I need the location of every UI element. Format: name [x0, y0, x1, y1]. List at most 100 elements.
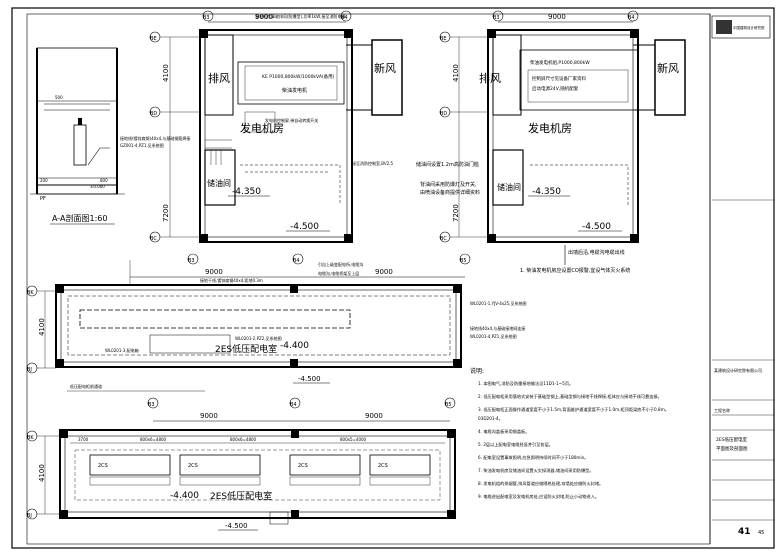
- note-item: 3. 低压配电柜正面操作通道宽度不小于1.5m,背面维护通道宽度不小于1.0m,…: [478, 406, 669, 413]
- lv-room-plan-top: B3 B4 B5 9000 9000 BK BJ 4100 2ES低压配电室 -…: [26, 253, 526, 392]
- axis-label: BD: [440, 111, 447, 117]
- axis-label: B3: [493, 15, 500, 21]
- axis-label: BJ: [27, 513, 32, 519]
- room-gen: 发电机房: [528, 121, 572, 135]
- room-gen: 发电机房: [240, 121, 284, 135]
- company-logo: [716, 20, 732, 34]
- logo-text: 中国建筑设计研究院: [733, 25, 765, 30]
- axis-label: B3: [203, 15, 210, 21]
- axis-bubble: [340, 10, 352, 22]
- level-oil: -4.350: [532, 187, 561, 197]
- level-room: -4.500: [582, 222, 611, 232]
- notes-heading: 说明:: [470, 367, 484, 375]
- note-item: 2. 低压配电柜采用落地式安装于基础型钢上,基础型钢与接地干线焊接,柜体应与接地…: [478, 393, 662, 400]
- project-label: 工程名称: [714, 407, 730, 413]
- dim-upper: 4100: [162, 64, 170, 82]
- axis-label: B4: [290, 402, 297, 408]
- level: -4.400: [280, 341, 309, 351]
- axis-label: BK: [27, 290, 34, 296]
- dim-width: 9000: [255, 13, 273, 21]
- level-oil: -4.350: [232, 187, 261, 197]
- sheet-border: [11, 7, 775, 549]
- note-left-2: GZ001-4,PZ1,见系统图: [120, 142, 164, 148]
- note-5: 1. 柴油发电机房应设置CO报警,宜设气体灭火系统: [520, 267, 630, 274]
- lv-room-plan-bottom: B3 B4 B5 9000 9000 BK BJ 4100 3700 800x6…: [26, 397, 456, 531]
- dim-right: 9000: [365, 412, 383, 420]
- axis-label: B4: [628, 15, 635, 21]
- note-right: 接至消防控制室,BV2.5: [352, 160, 393, 166]
- note-item: 6. 配电室设置事故照明,应急照明持续时间不小于180min。: [478, 454, 589, 461]
- section-elev: ±0.000: [90, 184, 105, 189]
- level-out: -4.500: [298, 375, 321, 383]
- seg-2: 800x6=4800: [140, 437, 167, 442]
- tag-4: 2CS: [378, 463, 388, 469]
- dim-height: 4100: [38, 318, 46, 336]
- room-oil: 储油间: [497, 182, 521, 192]
- note-3: 引自上级变配电所,电缆沟: [318, 261, 363, 267]
- axis-label: BE: [440, 36, 447, 42]
- axis-label: BJ: [27, 367, 32, 373]
- note-item: 4. 电缆沟盖板采用钢盖板。: [478, 428, 529, 435]
- room-name: 2ES低压配电室: [210, 490, 272, 502]
- note-4: 电缆沟,电缆桥架至上层: [318, 270, 359, 276]
- note-left-1: 接地线(镀锌扁钢)40x4,与基础钢筋焊接: [120, 135, 190, 141]
- tag-1: 2CS: [98, 463, 108, 469]
- dim-right: 9000: [375, 268, 393, 276]
- note-item: 9. 电缆进出配电室及发电机房处,应设防火封堵,防止小动物进入。: [478, 493, 599, 500]
- level-room: -4.500: [290, 222, 319, 232]
- note-1: 接地干线,镀锌扁钢40x4,距地0.3m: [200, 277, 263, 283]
- note-item: 5. 2层以上配电室电缆经竖井引至各层。: [478, 441, 553, 448]
- gen-spec: KE P1000,800kW/1000kVA(备用): [262, 73, 335, 80]
- axis-label: B5: [445, 402, 452, 408]
- seg-3: 800x6=4800: [230, 437, 257, 442]
- note-2: 背油间采用防爆灯及开关,: [420, 181, 477, 188]
- axis-label: BD: [150, 111, 157, 117]
- axis-label: BK: [27, 435, 34, 441]
- section-a-a: PF ±0.000 500 200 800 A-A剖面图1:60: [30, 47, 125, 225]
- room-exhaust: 排风: [208, 71, 230, 85]
- axis-label: BC: [150, 236, 157, 242]
- axis-label: B3: [188, 258, 195, 264]
- company: 某建筑设计研究院有限公司: [714, 367, 762, 373]
- room-fresh: 新风: [374, 61, 396, 75]
- dim-upper: 4100: [452, 64, 460, 82]
- note-table-1: 柴油发电机组,P1000,800kW: [530, 59, 590, 66]
- axis-label: B5: [460, 258, 467, 264]
- dim-width: 9000: [548, 13, 566, 21]
- axis-label: B4: [341, 15, 348, 21]
- note-table-2: 控制屏尺寸见设备厂家资料: [532, 75, 586, 82]
- axis-label: BC: [440, 236, 447, 242]
- note-1: 储油间设置1.2m高防油门槛: [416, 161, 479, 168]
- dim-left: 9000: [205, 268, 223, 276]
- sheet-no: 41: [738, 527, 751, 537]
- axis-label: BE: [150, 36, 157, 42]
- tag-3: 2CS: [298, 463, 308, 469]
- drawing-frame: [26, 13, 711, 545]
- note-3: 由喷油设备商提供详细资料: [420, 189, 480, 196]
- drawing-name-1: 2ES低压配电室: [716, 436, 748, 443]
- note-item: 1. 本图电气,消防及防雷接地做法见11D1-1~5页。: [478, 380, 573, 387]
- section-dim-left: 200: [40, 178, 48, 183]
- sheet-total: 45: [758, 530, 764, 536]
- note-5: WL0201-2,PZ2,见系统图: [235, 335, 282, 341]
- note-2: WL0201-1,YJV-4x25,见系统图: [470, 300, 526, 306]
- note-table-3: 启动电源24V,随机配套: [532, 85, 579, 92]
- room-exhaust: 排风: [479, 71, 501, 85]
- room-name: 2ES低压配电室: [215, 343, 277, 355]
- note-item: 7. 柴油发电机房及储油间设置火灾探测器,储油间采用防爆型。: [478, 467, 594, 474]
- seg-1: 3700: [78, 437, 89, 442]
- note-item: 03D201-4。: [478, 416, 503, 421]
- note-item: 8. 发电机组的排烟管,排风管道应做隔热处理,穿墙处应做防火封堵。: [478, 480, 603, 487]
- dim-lower: 7200: [452, 204, 460, 222]
- seg-4: 800x5=4000: [340, 437, 367, 442]
- section-dim-top: 500: [55, 95, 63, 100]
- axis-bubble: [202, 10, 214, 22]
- section-title: A-A剖面图1:60: [52, 213, 107, 223]
- note-8: WL0201-3,配电箱: [105, 347, 139, 353]
- generator-plan-right: B3 B4 9000 BE BD BC 4100 7200 排风 新风 柴油发电…: [416, 10, 686, 274]
- drawing-name-2: 平面图及剖面图: [716, 445, 748, 452]
- general-notes: 说明: 1. 本图电气,消防及防雷接地做法见11D1-1~5页。 2. 低压配电…: [470, 367, 669, 500]
- note-4: 出墙后沿,电缆沟电缆出线: [568, 249, 625, 256]
- level: -4.400: [170, 491, 199, 501]
